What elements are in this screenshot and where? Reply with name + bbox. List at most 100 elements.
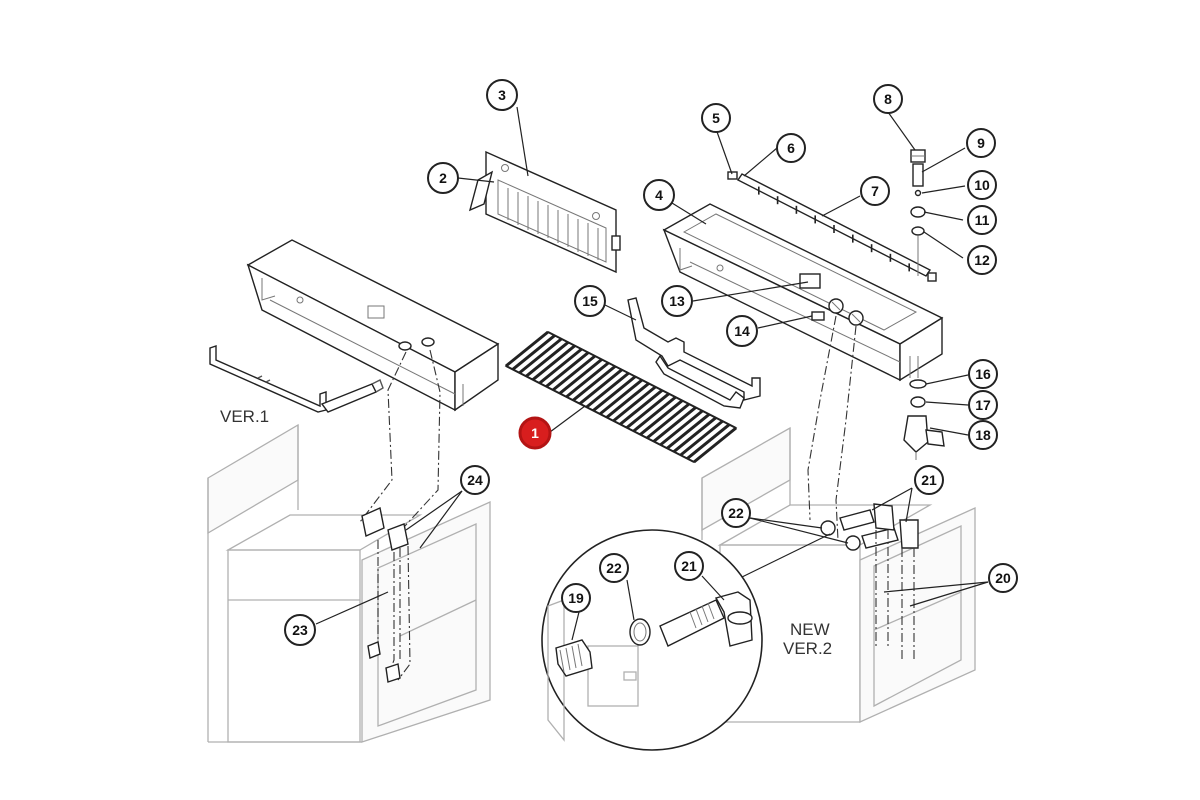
callout-12-number: 12 [974, 252, 990, 268]
callout-18-number: 18 [975, 427, 991, 443]
callout-10[interactable]: 10 [967, 170, 997, 200]
callout-4[interactable]: 4 [643, 179, 675, 211]
callout-22-main-number: 22 [728, 505, 744, 521]
assembly-lines [359, 315, 857, 541]
callout-12[interactable]: 12 [967, 245, 997, 275]
grate-bar [605, 382, 650, 419]
callout-21-main-number: 21 [921, 472, 937, 488]
grate-bar [686, 423, 731, 460]
grate-bar [525, 341, 570, 378]
grate-bar [565, 361, 610, 399]
callout-3[interactable]: 3 [486, 79, 518, 111]
leader-lines [315, 106, 989, 641]
callout-3-number: 3 [498, 87, 506, 103]
callout-23[interactable]: 23 [284, 614, 316, 646]
callout-5-number: 5 [712, 110, 720, 126]
valve-assembly [910, 149, 926, 276]
callout-1[interactable]: 1 [518, 416, 552, 450]
grate-bar [693, 426, 737, 464]
callout-1-number: 1 [531, 425, 539, 441]
grate-bar [639, 399, 684, 436]
callout-14-number: 14 [734, 323, 750, 339]
grate-bar [679, 419, 724, 457]
left-drain-tubes [361, 507, 411, 683]
callout-11[interactable]: 11 [967, 205, 997, 235]
callout-24-number: 24 [467, 472, 483, 488]
grate-bar [599, 378, 643, 416]
ver1-label: VER.1 [220, 407, 269, 426]
right-cabinet [701, 426, 976, 724]
callout-9-number: 9 [977, 135, 985, 151]
grate-bar [531, 344, 576, 381]
filter-comb [468, 150, 621, 274]
left-tray [246, 239, 500, 412]
grate-bar [538, 347, 583, 385]
callout-10-number: 10 [974, 177, 990, 193]
callout-16-number: 16 [975, 366, 991, 382]
grate-bar [619, 389, 664, 426]
callout-6-number: 6 [787, 140, 795, 156]
grate [504, 330, 738, 464]
grate-bar [511, 334, 556, 371]
callout-21-main[interactable]: 21 [914, 465, 944, 495]
callout-20[interactable]: 20 [988, 563, 1018, 593]
grate-bar [659, 409, 704, 447]
callout-4-number: 4 [655, 187, 663, 203]
grate-bar [632, 395, 677, 433]
grate-bar [646, 402, 690, 440]
callout-13[interactable]: 13 [661, 285, 693, 317]
grate-bar [518, 337, 563, 375]
callout-16[interactable]: 16 [968, 359, 998, 389]
callout-14[interactable]: 14 [726, 315, 758, 347]
callout-19[interactable]: 19 [561, 583, 591, 613]
grate-bar [505, 330, 549, 368]
callout-5[interactable]: 5 [701, 103, 731, 133]
callout-21-detail-number: 21 [681, 558, 697, 574]
left-cabinet [207, 423, 491, 743]
grate-bar [672, 416, 717, 453]
callout-24[interactable]: 24 [460, 465, 490, 495]
grate-bar [572, 365, 617, 402]
grate-bar [545, 351, 590, 388]
callout-17[interactable]: 17 [968, 390, 998, 420]
grate-bar [585, 371, 630, 409]
grate-bar [666, 413, 711, 450]
callout-18[interactable]: 18 [968, 420, 998, 450]
callout-19-number: 19 [568, 590, 584, 606]
ver1-pipe [209, 345, 384, 413]
spray-bar [727, 171, 937, 282]
callout-2-number: 2 [439, 170, 447, 186]
detail-view [541, 529, 831, 751]
grate-bar [625, 392, 670, 429]
grate-bar [578, 368, 623, 405]
callout-8[interactable]: 8 [873, 84, 903, 114]
callout-13-number: 13 [669, 293, 685, 309]
drain-fitting [903, 356, 945, 460]
right-tray [662, 203, 944, 382]
callout-22-detail-number: 22 [606, 560, 622, 576]
ver2-label-new: NEW [790, 620, 830, 639]
callout-7[interactable]: 7 [860, 176, 890, 206]
callout-22-detail[interactable]: 22 [599, 553, 629, 583]
callout-22-main[interactable]: 22 [721, 498, 751, 528]
callout-20-number: 20 [995, 570, 1011, 586]
grate-bar [652, 406, 697, 443]
right-drain-tubes [820, 503, 919, 660]
callout-17-number: 17 [975, 397, 991, 413]
callout-21-detail[interactable]: 21 [674, 551, 704, 581]
callout-15-number: 15 [582, 293, 598, 309]
callout-11-number: 11 [975, 212, 990, 228]
callout-7-number: 7 [871, 183, 879, 199]
grate-bar [558, 358, 603, 395]
grate-bar [592, 375, 637, 412]
callout-15[interactable]: 15 [574, 285, 606, 317]
callout-6[interactable]: 6 [776, 133, 806, 163]
grate-bar [612, 385, 657, 423]
ver2-label-ver: VER.2 [783, 639, 832, 658]
callout-8-number: 8 [884, 91, 892, 107]
callout-9[interactable]: 9 [966, 128, 996, 158]
callout-2[interactable]: 2 [427, 162, 459, 194]
drain-pipe-15 [627, 297, 761, 409]
callout-23-number: 23 [292, 622, 308, 638]
